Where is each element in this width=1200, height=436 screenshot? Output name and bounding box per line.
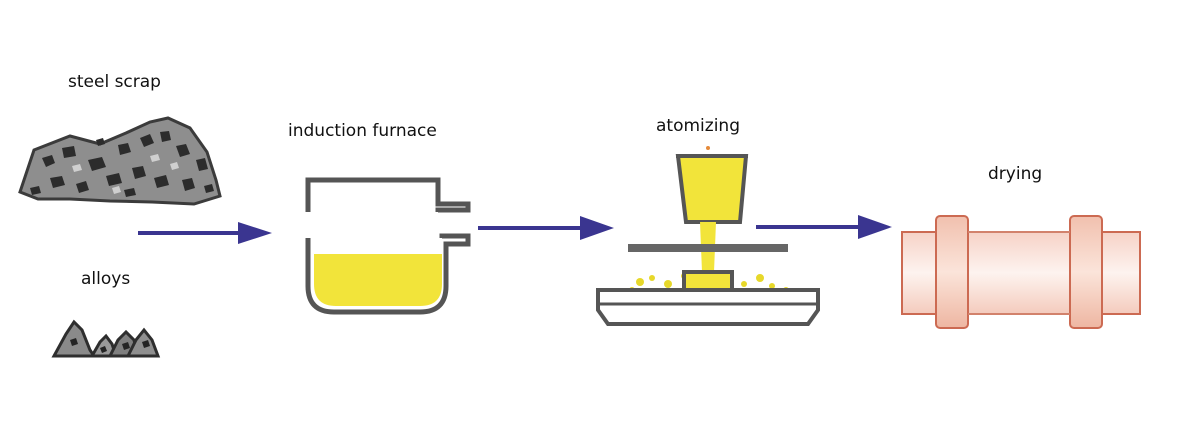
atomizing-icon <box>596 146 820 326</box>
flow-arrow-1 <box>138 222 272 244</box>
flow-arrow-3 <box>756 215 892 239</box>
steel-scrap-icon <box>18 116 222 206</box>
steel-scrap-label: steel scrap <box>68 72 161 92</box>
induction-furnace-label: induction furnace <box>288 121 437 141</box>
flow-arrow-2 <box>478 216 614 240</box>
dryer-drum-icon <box>901 215 1141 329</box>
atomizing-label: atomizing <box>656 116 740 136</box>
induction-furnace-icon <box>305 177 471 315</box>
alloys-icon <box>51 319 161 358</box>
drying-label: drying <box>988 164 1043 184</box>
alloys-label: alloys <box>81 269 131 289</box>
